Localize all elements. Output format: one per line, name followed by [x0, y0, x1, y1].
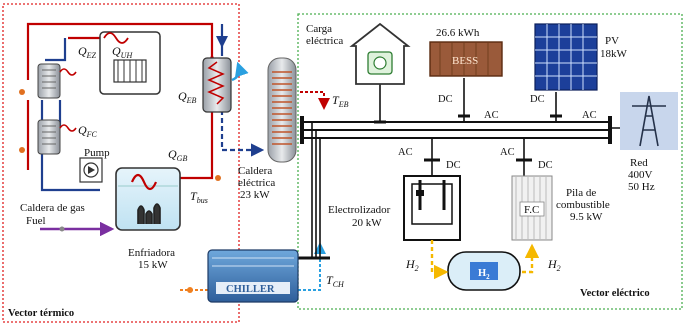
fuel-cell-label-1: Pila de: [566, 187, 596, 199]
gas-boiler-label: Caldera de gas: [20, 202, 85, 214]
fc-heat-exchanger: [37, 119, 77, 155]
converter-ez-ac: AC: [398, 147, 413, 158]
electric-section-title: Vector eléctrico: [580, 288, 650, 299]
converter-ez-dc: DC: [446, 160, 461, 171]
chiller-unit: [207, 249, 299, 303]
load-label-1: Carga: [306, 23, 332, 35]
q-fc-symbol: QFC: [78, 123, 98, 139]
converter-bess-ac: AC: [484, 110, 499, 121]
t-eb-symbol: TEB: [332, 93, 349, 109]
converter-pv-ac: AC: [582, 110, 597, 121]
grid-label-2: 400V: [628, 169, 653, 181]
sensor-dot: [19, 147, 25, 153]
h2-symbol-right: H2: [547, 257, 561, 273]
fuel-cell-icon: [511, 175, 553, 241]
electric-section-border: [297, 13, 683, 310]
pump-icon: [79, 157, 103, 183]
converter-pv-dc: DC: [530, 94, 545, 105]
grid-label-1: Red: [630, 157, 648, 169]
electrolyzer-icon: [403, 175, 461, 241]
h2-tank-label: H2: [478, 268, 490, 281]
thermal-section-title: Vector térmico: [8, 308, 74, 319]
bess-battery: [429, 41, 503, 77]
h2-flows: [430, 240, 540, 280]
pv-panel: [534, 23, 598, 91]
gas-boiler-fuel-label: Fuel: [26, 215, 46, 227]
bess-plate: BESS: [452, 55, 478, 67]
h2-symbol-left: H2: [405, 257, 419, 273]
electric-boiler-label-3: 23 kW: [240, 189, 270, 201]
q-uh-symbol: QUH: [112, 44, 133, 60]
fuel-cell-label-3: 9.5 kW: [570, 211, 603, 223]
fuel-cell-label-2: combustible: [556, 199, 610, 211]
ac-bus: [298, 78, 640, 260]
eb-heat-exchanger: [202, 57, 249, 113]
converter-fc-ac: AC: [500, 147, 515, 158]
electric-boiler-icon: [267, 57, 297, 163]
t-bus-symbol: Tbus: [190, 189, 208, 205]
electrolyzer-label: Electrolizador: [328, 204, 391, 216]
gas-boiler-tank: [115, 167, 181, 231]
electrolyzer-power: 20 kW: [352, 217, 382, 229]
bess-capacity: 26.6 kWh: [436, 27, 480, 39]
grid-label-3: 50 Hz: [628, 181, 655, 193]
electric-boiler-label-2: eléctrica: [238, 177, 275, 189]
pump-label: Pump: [84, 147, 110, 159]
converter-load-dc: DC: [438, 94, 453, 105]
chiller-plate: CHILLER: [226, 284, 275, 295]
sensor-dot: [215, 175, 221, 181]
ez-heat-exchanger: [37, 63, 77, 99]
q-ez-symbol: QEZ: [78, 44, 97, 60]
load-label-2: eléctrica: [306, 35, 343, 47]
sensor-dot: [19, 89, 25, 95]
chiller-power: 15 kW: [138, 259, 168, 271]
pv-name: PV: [605, 35, 619, 47]
q-eb-symbol: QEB: [178, 89, 197, 105]
q-gb-symbol: QGB: [168, 147, 187, 163]
converter-fc-dc: DC: [538, 160, 553, 171]
electric-load-house: [349, 22, 411, 85]
grid-tower: [620, 92, 678, 150]
t-ch-symbol: TCH: [326, 273, 345, 289]
teb-pipe: [300, 91, 325, 100]
thermal-section-border: [2, 3, 240, 323]
pv-power: 18kW: [600, 48, 628, 60]
fuel-cell-plate: F.C: [524, 204, 539, 216]
electric-boiler-label-1: Caldera: [238, 165, 272, 177]
chiller-label: Enfriadora: [128, 247, 175, 259]
underfloor-heater: [99, 31, 161, 95]
